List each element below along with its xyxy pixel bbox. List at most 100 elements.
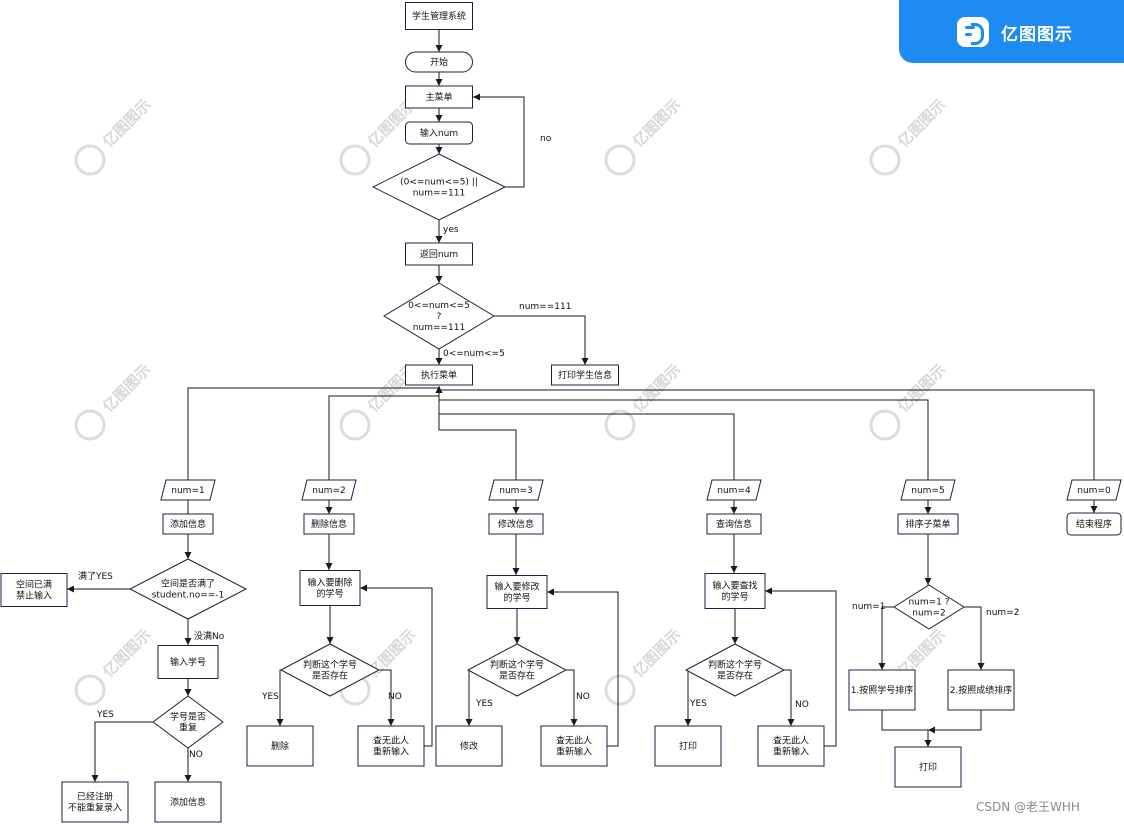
watermark-layer: 亿图图示亿图图示亿图图示亿图图示亿图图示亿图图示亿图图示亿图图示亿图图示亿图图示…	[74, 96, 949, 706]
node-check-range: (0<=num<=5) ||num==111	[371, 153, 507, 221]
node-label: 添加信息	[170, 796, 206, 808]
node-label: 查询信息	[716, 518, 752, 530]
node-label: 已经注册	[77, 791, 113, 803]
connector	[765, 587, 837, 747]
node-label: 修改信息	[498, 518, 534, 530]
node-sort-by-id: 1.按照学号排序	[848, 669, 916, 711]
label-not-full: 没满No	[194, 631, 225, 642]
node-delete: 删除	[246, 725, 314, 767]
connector	[439, 399, 929, 480]
watermark: 亿图图示	[74, 96, 154, 176]
node-main-menu: 主菜单	[405, 85, 473, 109]
connector	[435, 386, 517, 480]
connector	[276, 669, 284, 726]
node-print: 打印	[654, 725, 722, 767]
node-label: num=0	[1077, 486, 1111, 496]
node-label: 执行菜单	[421, 369, 457, 381]
node-sort-q: num=1 ?num=2	[893, 584, 965, 630]
svg-text:亿图图示: 亿图图示	[629, 626, 684, 681]
node-input-id: 输入学号	[157, 645, 219, 679]
node-label: 排序子菜单	[905, 518, 950, 530]
connector	[187, 386, 443, 480]
label-range: 0<=num<=5	[443, 349, 505, 359]
node-label: 重新输入	[373, 746, 409, 758]
node-label: 输入要查找	[712, 580, 757, 592]
credit-text: CSDN @老王WHH	[976, 800, 1080, 814]
node-return-num: 返回num	[405, 242, 473, 266]
label-dup-yes: YES	[96, 710, 114, 720]
node-label: 的学号	[316, 588, 343, 600]
node-label: 输入要修改	[494, 581, 539, 593]
connector	[547, 588, 619, 747]
label-mod-no: NO	[576, 692, 590, 702]
node-label: 是否存在	[312, 670, 348, 682]
node-label: 修改	[460, 740, 478, 752]
label-q-yes: YES	[689, 699, 707, 709]
svg-text:亿图图示: 亿图图示	[894, 361, 949, 416]
node-start: 开始	[405, 51, 473, 73]
connector	[494, 315, 589, 365]
connector	[784, 669, 795, 726]
node-label: 学号是否	[170, 711, 206, 723]
watermark: 亿图图示	[74, 361, 154, 441]
node-label: num=4	[717, 486, 751, 496]
label-q-no: NO	[795, 700, 809, 710]
brand-banner: 亿图图示	[899, 0, 1124, 63]
node-label: 查无此人	[773, 735, 809, 747]
node-label: 主菜单	[425, 91, 452, 103]
node-print-sorted: 打印	[894, 746, 962, 788]
label-del-no: NO	[388, 692, 402, 702]
node-label: 结束程序	[1076, 518, 1112, 530]
node-label: num=5	[911, 486, 944, 496]
node-label: 2.按照成绩排序	[950, 684, 1013, 696]
node-label: 不能重复录入	[68, 802, 122, 814]
node-label: 是否存在	[499, 670, 535, 682]
connector	[91, 721, 153, 782]
watermark: 亿图图示	[869, 361, 949, 441]
watermark: 亿图图示	[74, 626, 154, 706]
node-label: 添加信息	[170, 518, 206, 530]
node-label: 删除信息	[311, 518, 347, 530]
node-label: ?	[437, 312, 442, 322]
node-case-5: num=5	[900, 479, 956, 501]
label-yes: yes	[443, 225, 459, 235]
node-label: 判断这个学号	[303, 659, 357, 671]
node-print-students: 打印学生信息	[551, 364, 619, 386]
node-label: student.no==-1	[152, 591, 225, 601]
svg-text:亿图图示: 亿图图示	[99, 626, 154, 681]
edraw-logo-icon	[957, 17, 989, 47]
connector	[684, 669, 692, 726]
node-title: 学生管理系统	[405, 2, 473, 30]
node-label: 判断这个学号	[490, 659, 544, 671]
connector	[964, 606, 985, 670]
svg-text:亿图图示: 亿图图示	[629, 96, 684, 151]
svg-text:亿图图示: 亿图图示	[99, 96, 154, 151]
node-label: 查无此人	[373, 735, 409, 747]
node-label: 打印	[919, 761, 937, 773]
node-label: 重新输入	[556, 746, 592, 758]
node-label: (0<=num<=5) ||	[400, 178, 478, 188]
node-mod-info: 修改信息	[488, 513, 544, 535]
watermark: 亿图图示	[869, 96, 949, 176]
node-add-info: 添加信息	[162, 513, 214, 535]
label-sort-2: num=2	[986, 608, 1019, 618]
node-add-info-2: 添加信息	[154, 781, 222, 823]
node-label: 的学号	[503, 592, 530, 604]
node-label: 打印	[679, 740, 697, 752]
svg-text:亿图图示: 亿图图示	[99, 361, 154, 416]
node-label: 打印学生信息	[558, 369, 612, 381]
connector	[379, 669, 395, 726]
node-query-info: 查询信息	[706, 513, 762, 535]
label-mod-yes: YES	[475, 699, 493, 709]
node-case-3: num=3	[488, 479, 544, 501]
connector	[878, 606, 894, 670]
